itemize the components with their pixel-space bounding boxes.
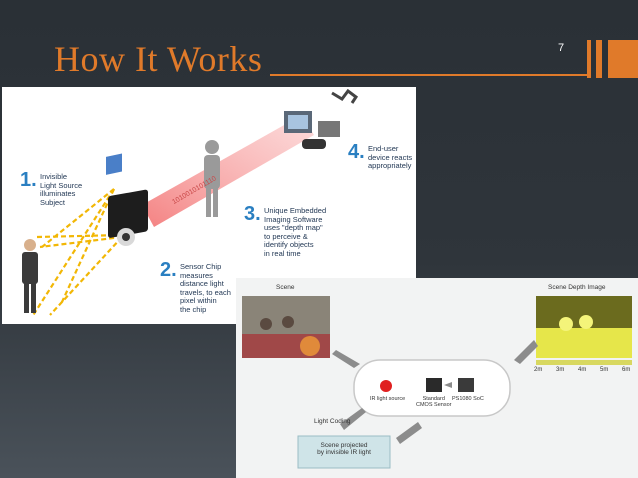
- step-4-number: 4.: [348, 141, 365, 163]
- light-rays: [31, 188, 123, 318]
- diagram-illustration: [22, 88, 359, 318]
- soc-chip-shape: [458, 378, 474, 392]
- end-user-devices-shape: [284, 88, 359, 149]
- depth-scale-3m: 3m: [556, 367, 565, 373]
- depth-scale-5m: 5m: [600, 367, 609, 373]
- page-number: 7: [558, 42, 565, 54]
- depth-scale-6m: 6m: [622, 367, 631, 373]
- light-coding-label: Light Coding: [314, 418, 351, 425]
- silhouette-shape: [204, 140, 220, 217]
- step-3-number: 3.: [244, 203, 261, 225]
- slide-title: How It Works: [54, 39, 263, 79]
- accent-bar: [587, 40, 591, 78]
- depth-image-label: Scene Depth Image: [548, 284, 606, 291]
- depth-pipeline-diagram: Scene Scene Depth Image 2m 3m 4m 5m 6m I…: [236, 278, 638, 478]
- data-beam: [142, 115, 314, 227]
- cmos-sensor-shape: [426, 378, 442, 392]
- pipeline-illustration: [242, 296, 632, 469]
- depth-scale-bar: [536, 360, 632, 365]
- ir-emitter: [380, 380, 392, 392]
- accent-block: [596, 40, 638, 78]
- depth-scale-4m: 4m: [578, 367, 587, 373]
- soc-label: PS1080 SoC: [452, 396, 484, 402]
- depth-scale-2m: 2m: [534, 367, 543, 373]
- subject-person-shape: [22, 239, 38, 313]
- flow-arrows: [332, 340, 538, 444]
- sensor-chip-shape: [108, 189, 148, 238]
- step-2-number: 2.: [160, 259, 177, 281]
- step-1-number: 1.: [20, 169, 37, 191]
- title-underline: [270, 74, 590, 76]
- projected-box: [297, 435, 391, 469]
- ir-source-label: IR light source: [370, 396, 406, 402]
- scene-label: Scene: [276, 284, 295, 291]
- light-source-shape: [106, 153, 122, 175]
